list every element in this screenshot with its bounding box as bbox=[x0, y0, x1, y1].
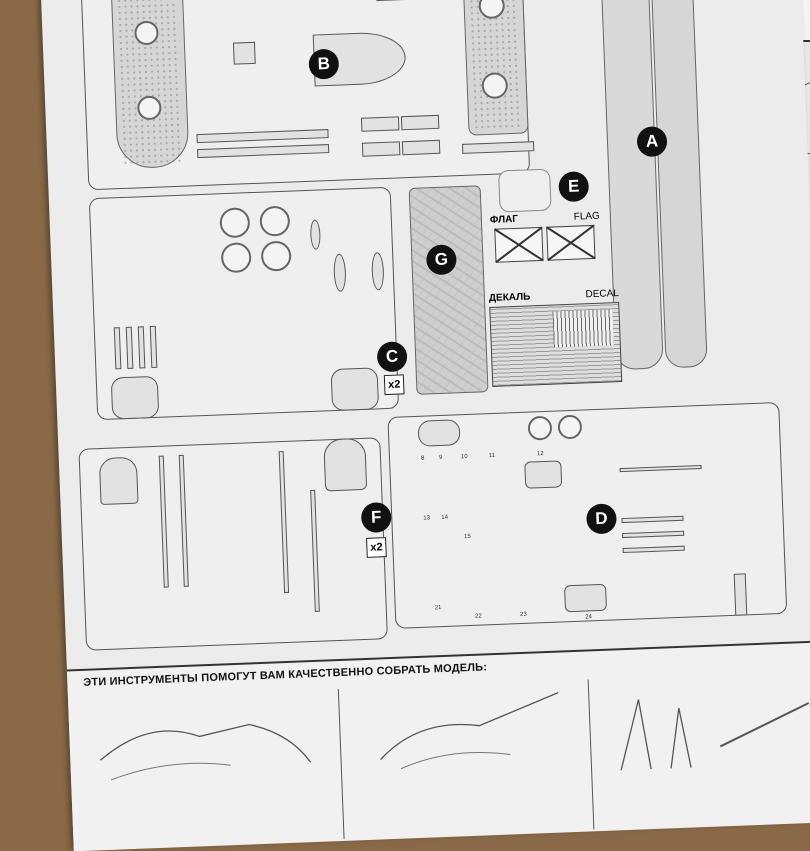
sprue-label-c: C bbox=[376, 341, 408, 373]
flag-left bbox=[494, 226, 544, 263]
part bbox=[98, 456, 139, 506]
tool-illustration-3 bbox=[620, 699, 810, 771]
part-number: 8 bbox=[420, 455, 425, 462]
part bbox=[733, 573, 748, 616]
part bbox=[400, 114, 440, 131]
tools-heading: ЭТИ ИНСТРУМЕНТЫ ПОМОГУТ ВАМ КАЧЕСТВЕННО … bbox=[83, 661, 488, 689]
part bbox=[417, 419, 461, 447]
part-number: 13 bbox=[423, 515, 431, 522]
part bbox=[232, 41, 256, 65]
decal-title-ru: ДЕКАЛЬ bbox=[488, 291, 531, 305]
rock-base-part-g bbox=[408, 185, 489, 395]
part bbox=[401, 139, 441, 156]
part-number: 24 bbox=[585, 614, 593, 621]
sprue-e-frame bbox=[498, 168, 552, 213]
divider bbox=[337, 689, 345, 839]
sprue-c-multiplier: x2 bbox=[383, 374, 405, 396]
base-part bbox=[110, 375, 160, 420]
part-number: 14 bbox=[441, 514, 449, 521]
instruction-sheet: B A C x2 G E ФЛАГ FLAG ДЕКАЛЬ DECAL F bbox=[40, 0, 810, 851]
tools-section: ЭТИ ИНСТРУМЕНТЫ ПОМОГУТ ВАМ КАЧЕСТВЕННО … bbox=[66, 640, 810, 851]
tool-illustration-1 bbox=[99, 723, 312, 781]
part bbox=[524, 460, 563, 489]
part-number: 21 bbox=[434, 605, 442, 612]
decal-sheet bbox=[489, 302, 623, 387]
tool-illustration-2 bbox=[380, 692, 559, 770]
deck-part-right bbox=[462, 0, 529, 136]
decal-title-en: DECAL bbox=[585, 288, 620, 301]
sprue-label-e: E bbox=[558, 171, 590, 203]
part-number: 9 bbox=[438, 454, 443, 462]
part-number: 11 bbox=[488, 452, 496, 460]
flag-title-en: FLAG bbox=[573, 210, 601, 223]
part-number: 22 bbox=[475, 613, 482, 620]
part-number: 15 bbox=[463, 533, 471, 541]
part bbox=[323, 437, 368, 492]
sprue-f-multiplier: x2 bbox=[366, 537, 388, 558]
flag-section: ФЛАГ FLAG bbox=[490, 211, 603, 287]
part bbox=[564, 583, 608, 613]
sprue-label-f: F bbox=[360, 501, 392, 534]
part-number: 12 bbox=[536, 451, 544, 458]
part bbox=[361, 141, 401, 157]
part-number: 23 bbox=[520, 611, 527, 619]
part-number: 10 bbox=[460, 453, 468, 461]
flag-right bbox=[546, 224, 596, 261]
divider bbox=[587, 679, 595, 830]
base-part bbox=[330, 367, 380, 412]
part bbox=[360, 116, 400, 132]
decal-section: ДЕКАЛЬ DECAL bbox=[489, 288, 623, 393]
flag-title-ru: ФЛАГ bbox=[489, 213, 519, 226]
